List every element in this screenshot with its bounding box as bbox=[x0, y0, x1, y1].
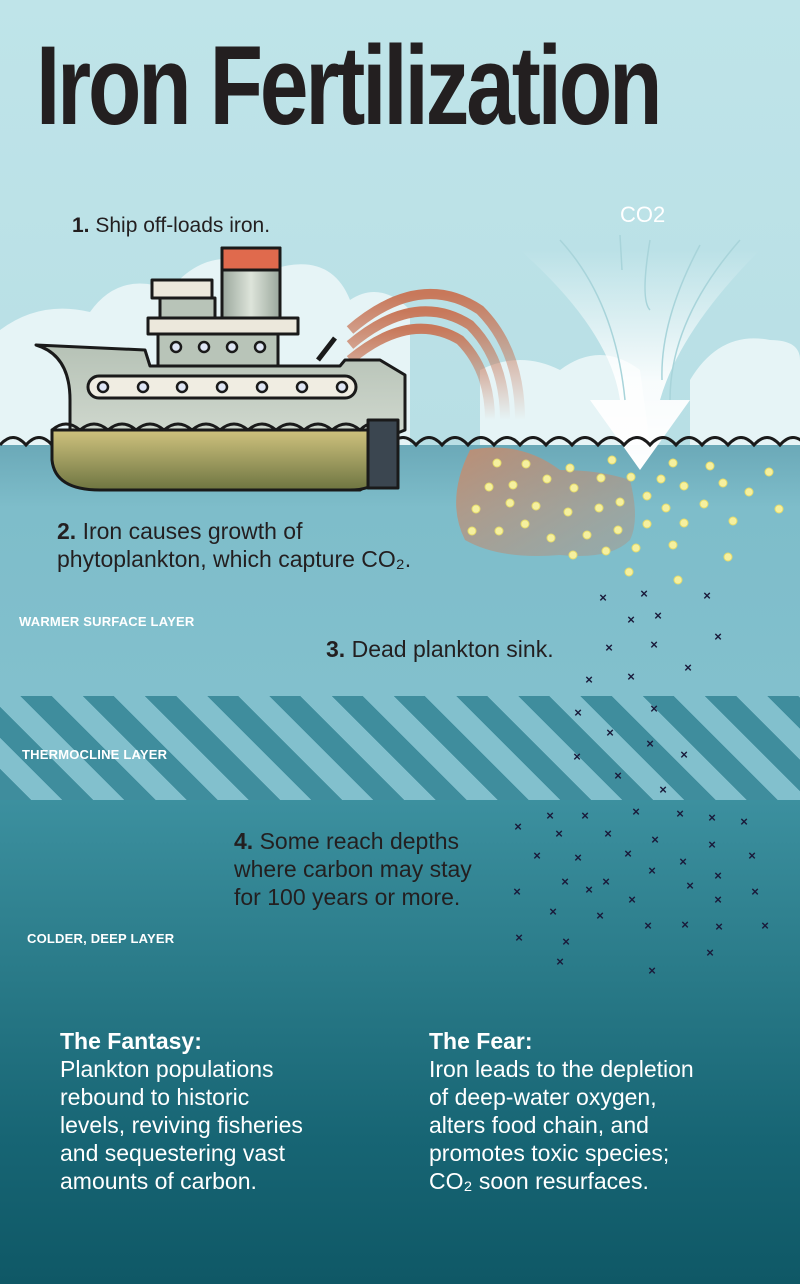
svg-text:×: × bbox=[703, 588, 711, 603]
svg-text:×: × bbox=[679, 854, 687, 869]
step-2-line-1: Iron causes growth of bbox=[82, 518, 303, 544]
svg-text:×: × bbox=[549, 904, 557, 919]
svg-text:×: × bbox=[556, 954, 564, 969]
warmer-surface-layer-label: WARMER SURFACE LAYER bbox=[19, 614, 195, 629]
svg-text:×: × bbox=[715, 919, 723, 934]
svg-text:×: × bbox=[654, 608, 662, 623]
thermocline-layer-band bbox=[0, 696, 800, 800]
portholes bbox=[96, 340, 349, 394]
fantasy-line: levels, reviving fisheries bbox=[60, 1112, 303, 1138]
svg-text:×: × bbox=[751, 884, 759, 899]
svg-text:×: × bbox=[681, 917, 689, 932]
step-2-number: 2. bbox=[57, 518, 77, 544]
fear-line: promotes toxic species; bbox=[429, 1140, 670, 1166]
iron-spray bbox=[346, 289, 525, 421]
colder-deep-layer-label: COLDER, DEEP LAYER bbox=[27, 931, 175, 946]
svg-text:×: × bbox=[574, 850, 582, 865]
step-3-number: 3. bbox=[326, 636, 346, 662]
svg-text:×: × bbox=[513, 884, 521, 899]
step-3-text: Dead plankton sink. bbox=[351, 636, 554, 662]
svg-text:×: × bbox=[648, 863, 656, 878]
svg-text:×: × bbox=[632, 804, 640, 819]
thermocline-layer-label: THERMOCLINE LAYER bbox=[22, 747, 168, 762]
svg-text:×: × bbox=[648, 963, 656, 978]
step-2: 2. Iron causes growth of phytoplankton, … bbox=[57, 517, 411, 573]
svg-text:×: × bbox=[686, 878, 694, 893]
fantasy-line: rebound to historic bbox=[60, 1084, 250, 1110]
step-2-line-2: phytoplankton, which capture CO₂. bbox=[57, 546, 412, 572]
page-title: Iron Fertilization bbox=[36, 23, 662, 148]
svg-text:×: × bbox=[546, 808, 554, 823]
svg-text:×: × bbox=[514, 819, 522, 834]
svg-text:×: × bbox=[533, 848, 541, 863]
svg-text:×: × bbox=[684, 660, 692, 675]
svg-text:×: × bbox=[650, 637, 658, 652]
svg-text:×: × bbox=[714, 892, 722, 907]
fantasy-panel: The Fantasy: Plankton populations reboun… bbox=[60, 1027, 303, 1195]
step-1: 1. Ship off-loads iron. bbox=[72, 213, 270, 239]
svg-text:×: × bbox=[585, 882, 593, 897]
fear-line: CO₂ soon resurfaces. bbox=[429, 1168, 649, 1194]
step-1-text: Ship off-loads iron. bbox=[95, 214, 271, 237]
svg-text:×: × bbox=[562, 934, 570, 949]
svg-text:×: × bbox=[650, 701, 658, 716]
fear-line: of deep-water oxygen, bbox=[429, 1084, 657, 1110]
svg-text:×: × bbox=[602, 874, 610, 889]
svg-text:×: × bbox=[680, 747, 688, 762]
step-4-number: 4. bbox=[234, 828, 254, 854]
svg-text:×: × bbox=[748, 848, 756, 863]
step-4-line-2: where carbon may stay bbox=[234, 856, 472, 882]
fantasy-line: amounts of carbon. bbox=[60, 1168, 257, 1194]
dead-plankton-marks: × × × × × × × × × × × × × × × × × × × × × × × × × × × × × × ×… bbox=[513, 586, 769, 978]
svg-text:×: × bbox=[740, 814, 748, 829]
svg-text:×: × bbox=[628, 892, 636, 907]
svg-text:×: × bbox=[599, 590, 607, 605]
fantasy-line: and sequestering vast bbox=[60, 1140, 286, 1166]
fantasy-heading: The Fantasy: bbox=[60, 1028, 202, 1054]
svg-text:×: × bbox=[708, 810, 716, 825]
svg-text:×: × bbox=[627, 669, 635, 684]
svg-text:×: × bbox=[585, 672, 593, 687]
svg-text:×: × bbox=[581, 808, 589, 823]
svg-text:×: × bbox=[651, 832, 659, 847]
svg-text:×: × bbox=[604, 826, 612, 841]
fear-line: alters food chain, and bbox=[429, 1112, 649, 1138]
step-3: 3. Dead plankton sink. bbox=[326, 636, 554, 662]
svg-text:×: × bbox=[644, 918, 652, 933]
colder-deep-layer-band bbox=[0, 800, 800, 1284]
step-4-line-1: Some reach depths bbox=[259, 828, 460, 854]
svg-text:×: × bbox=[676, 806, 684, 821]
svg-text:×: × bbox=[596, 908, 604, 923]
fear-panel: The Fear: Iron leads to the depletion of… bbox=[429, 1027, 694, 1195]
svg-text:×: × bbox=[624, 846, 632, 861]
svg-text:×: × bbox=[761, 918, 769, 933]
fantasy-line: Plankton populations bbox=[60, 1056, 274, 1082]
svg-text:×: × bbox=[574, 705, 582, 720]
svg-text:×: × bbox=[555, 826, 563, 841]
co2-label: CO2 bbox=[620, 202, 666, 227]
svg-text:×: × bbox=[614, 768, 622, 783]
svg-text:×: × bbox=[515, 930, 523, 945]
svg-text:×: × bbox=[573, 749, 581, 764]
svg-text:×: × bbox=[627, 612, 635, 627]
step-1-number: 1. bbox=[72, 214, 90, 237]
fear-heading: The Fear: bbox=[429, 1028, 533, 1054]
svg-text:×: × bbox=[646, 736, 654, 751]
svg-text:×: × bbox=[606, 725, 614, 740]
iron-plume bbox=[456, 447, 635, 556]
step-4: 4. Some reach depths where carbon may st… bbox=[234, 827, 472, 911]
svg-text:×: × bbox=[659, 782, 667, 797]
svg-text:×: × bbox=[640, 586, 648, 601]
svg-text:×: × bbox=[605, 640, 613, 655]
phytoplankton-dots bbox=[467, 455, 784, 585]
svg-text:×: × bbox=[714, 868, 722, 883]
step-4-line-3: for 100 years or more. bbox=[234, 884, 461, 910]
svg-text:×: × bbox=[708, 837, 716, 852]
co2-arrow-icon bbox=[520, 234, 760, 470]
fear-line: Iron leads to the depletion bbox=[429, 1056, 694, 1082]
ship-icon bbox=[34, 246, 407, 492]
svg-text:×: × bbox=[706, 945, 714, 960]
svg-text:×: × bbox=[714, 629, 722, 644]
svg-text:×: × bbox=[561, 874, 569, 889]
